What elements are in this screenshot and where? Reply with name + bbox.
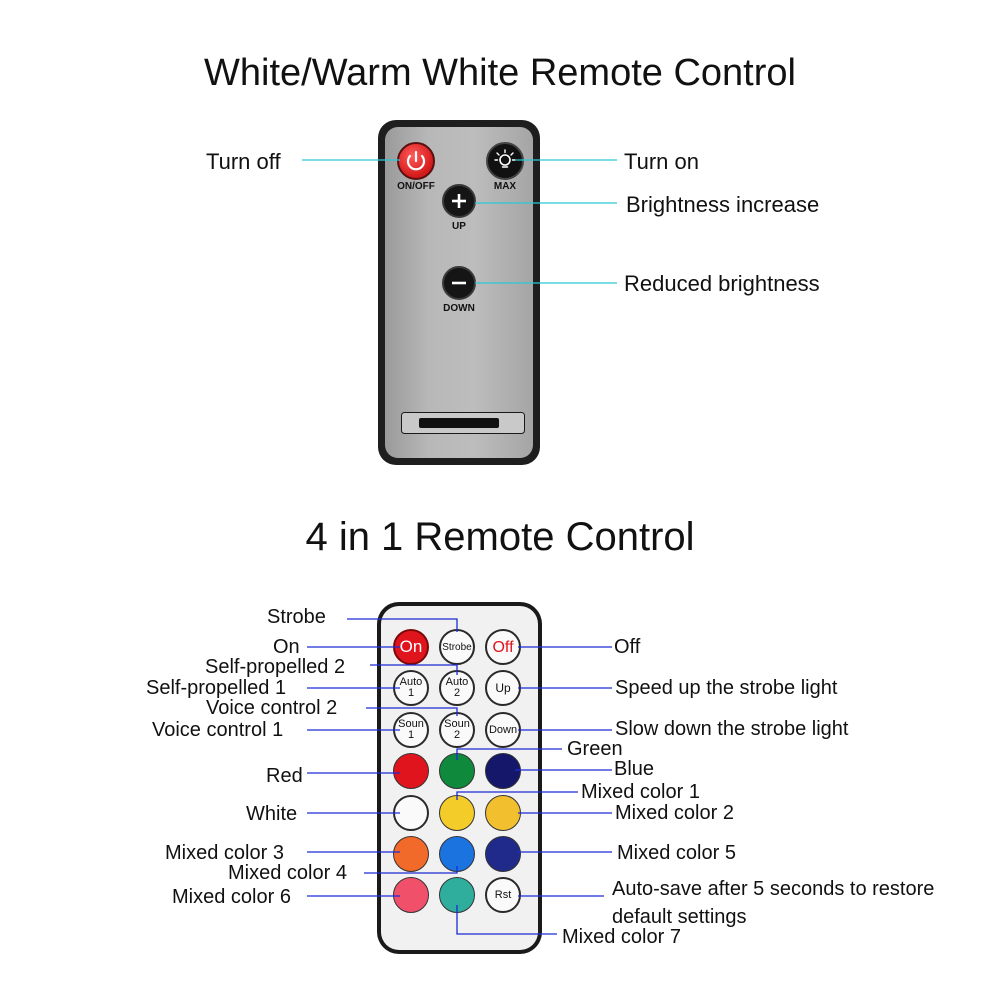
label-mixed-color-4: Mixed color 4 (228, 862, 347, 884)
mixed-color-6-button[interactable] (393, 877, 429, 913)
label-mixed-color-6: Mixed color 6 (172, 886, 291, 908)
label-auto-save: Auto-save after 5 seconds to restore (612, 878, 935, 900)
auto1-button-label: Auto 1 (399, 676, 423, 699)
power-button-label: ON/OFF (397, 181, 435, 192)
mixed-color-2-button[interactable] (485, 795, 521, 831)
strobe-button[interactable]: Strobe (439, 629, 475, 665)
plus-icon (452, 194, 466, 208)
label-voice-control-1: Voice control 1 (152, 719, 284, 741)
up-button[interactable] (442, 184, 476, 218)
sound2-button-label: Soun 2 (444, 718, 470, 741)
label-turn-off: Turn off (206, 149, 281, 174)
label-reduced-brightness: Reduced brightness (624, 271, 820, 296)
label-blue: Blue (614, 758, 655, 780)
remote1-leader-lines (302, 159, 617, 284)
label-mixed-color-7: Mixed color 7 (562, 926, 681, 948)
remote2-title: 4 in 1 Remote Control (305, 515, 695, 559)
up-button-strobe-label: Up (495, 680, 511, 695)
label-speed-up: Speed up the strobe light (615, 677, 838, 699)
power-icon (406, 150, 426, 171)
on-button-label: On (399, 637, 423, 656)
reset-button[interactable]: Rst (485, 877, 521, 913)
bulb-icon (494, 149, 516, 168)
label-self-propelled-1: Self-propelled 1 (146, 677, 287, 699)
label-mixed-color-1: Mixed color 1 (581, 781, 700, 803)
red-button[interactable] (393, 753, 429, 789)
blue-button[interactable] (485, 753, 521, 789)
sound1-button-label: Soun 1 (398, 718, 424, 741)
white-warm-remote: ON/OFF MAX UP DOWN (378, 120, 540, 465)
label-green: Green (567, 738, 623, 760)
minus-icon (452, 281, 466, 285)
label-mixed-color-2: Mixed color 2 (615, 802, 734, 824)
label-brightness-increase: Brightness increase (626, 192, 820, 217)
auto2-button-label: Auto 2 (445, 676, 469, 699)
mixed-color-3-button[interactable] (393, 836, 429, 872)
reset-button-label: Rst (494, 888, 512, 901)
up-button-label: UP (452, 221, 466, 232)
max-button-label: MAX (493, 181, 517, 192)
label-mixed-color-3: Mixed color 3 (165, 842, 284, 864)
label-white: White (246, 803, 298, 825)
down-button-strobe[interactable]: Down (485, 712, 521, 748)
remote1-title: White/Warm White Remote Control (204, 52, 796, 94)
label-turn-on: Turn on (624, 149, 700, 174)
remote2-leader-lines (307, 618, 612, 935)
max-button[interactable] (486, 142, 524, 180)
power-button[interactable] (397, 142, 435, 180)
mixed-color-5-button[interactable] (485, 836, 521, 872)
label-on: On (273, 636, 300, 658)
battery-slot (401, 412, 525, 434)
label-slow-down: Slow down the strobe light (615, 718, 849, 740)
label-red: Red (266, 765, 303, 787)
strobe-button-label: Strobe (442, 641, 472, 653)
off-button[interactable]: Off (485, 629, 521, 665)
label-off: Off (614, 636, 641, 658)
down-button-label: DOWN (443, 303, 475, 314)
label-default-settings: default settings (612, 906, 747, 928)
label-voice-control-2: Voice control 2 (206, 697, 338, 719)
mixed-color-1-button[interactable] (439, 795, 475, 831)
label-mixed-color-5: Mixed color 5 (617, 842, 736, 864)
down-button-strobe-label: Down (488, 723, 518, 736)
off-button-label: Off (492, 638, 514, 656)
label-strobe: Strobe (267, 606, 326, 628)
label-self-propelled-2: Self-propelled 2 (205, 656, 346, 678)
